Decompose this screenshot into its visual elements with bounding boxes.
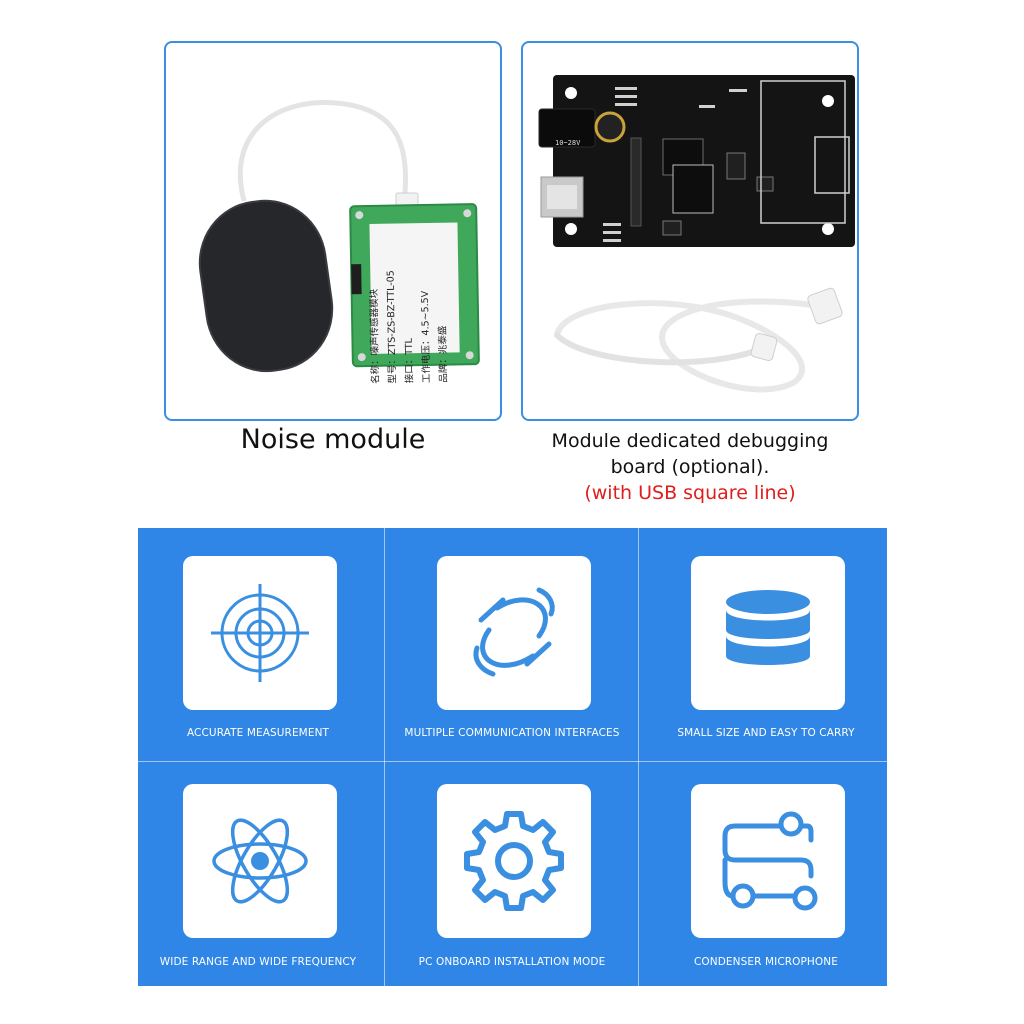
- feature-label: CONDENSER MICROPHONE: [694, 956, 838, 968]
- usb-a-plug: [807, 287, 843, 325]
- module-label-name: 名称：噪声传感器模块: [368, 288, 382, 384]
- feature-small-size: SMALL SIZE AND EASY TO CARRY: [646, 528, 886, 756]
- feature-wide-range: WIDE RANGE AND WIDE FREQUENCY: [138, 756, 378, 984]
- grid-divider: [384, 528, 385, 986]
- feature-accurate-measurement: ACCURATE MEASUREMENT: [138, 528, 378, 756]
- feature-tile: [437, 784, 591, 938]
- feature-tile: [183, 556, 337, 710]
- cable-icon: [473, 587, 555, 677]
- usb-cable: [554, 298, 816, 393]
- feature-tile: [437, 556, 591, 710]
- module-label-voltage: 工作电压：4.5~5.5V: [419, 290, 433, 384]
- debug-board-photo: 10~28V: [521, 41, 859, 421]
- features-panel: ACCURATE MEASUREMENT MULTIPLE COMMUNICAT…: [138, 528, 887, 986]
- module-label-brand: 品牌：兆泰盛: [437, 325, 450, 383]
- debug-board-caption: Module dedicated debugging board (option…: [505, 428, 875, 506]
- feature-label: MULTIPLE COMMUNICATION INTERFACES: [404, 727, 620, 739]
- debug-board-caption-line2: board (optional).: [610, 456, 770, 478]
- noise-module-photo: 名称：噪声传感器模块 型号：ZTS-ZS-BZ-TTL-05 接口：TTL 工作…: [164, 41, 502, 421]
- microphone-cable: [237, 100, 409, 204]
- debug-board-caption-line1: Module dedicated debugging: [551, 430, 829, 452]
- feature-label: WIDE RANGE AND WIDE FREQUENCY: [159, 956, 357, 968]
- grid-divider: [638, 528, 639, 986]
- debug-pcb: [553, 75, 855, 247]
- module-label-interface: 接口：TTL: [403, 337, 416, 384]
- feature-onboard-installation: PC ONBOARD INSTALLATION MODE: [392, 756, 632, 984]
- feature-tile: [691, 784, 845, 938]
- micro-usb-plug: [750, 332, 778, 362]
- noise-module-illustration: [198, 100, 480, 373]
- feature-label: ACCURATE MEASUREMENT: [186, 727, 330, 739]
- feature-label: PC ONBOARD INSTALLATION MODE: [418, 956, 606, 968]
- feature-condenser-microphone: CONDENSER MICROPHONE: [646, 756, 886, 984]
- noise-pcb: [349, 203, 480, 368]
- database-icon: [726, 590, 810, 665]
- capacitor: [594, 111, 626, 143]
- noise-module-caption: Noise module: [240, 424, 426, 455]
- module-label-model: 型号：ZTS-ZS-BZ-TTL-05: [385, 270, 399, 384]
- target-icon: [211, 584, 309, 682]
- grid-divider: [138, 761, 887, 762]
- module-label: 名称：噪声传感器模块 型号：ZTS-ZS-BZ-TTL-05 接口：TTL 工作…: [365, 257, 455, 385]
- feature-label: SMALL SIZE AND EASY TO CARRY: [677, 727, 855, 739]
- atom-icon: [212, 818, 308, 904]
- feature-tile: [183, 784, 337, 938]
- flow-icon: [722, 811, 818, 911]
- usb-line-note: (with USB square line): [584, 482, 796, 504]
- board-voltage-silk: 10~28V: [555, 139, 581, 147]
- microphone-foam: [198, 199, 334, 373]
- feature-tile: [691, 556, 845, 710]
- gear-icon: [464, 811, 564, 911]
- debug-board-illustration: [538, 75, 855, 393]
- feature-communication-interfaces: MULTIPLE COMMUNICATION INTERFACES: [392, 528, 632, 756]
